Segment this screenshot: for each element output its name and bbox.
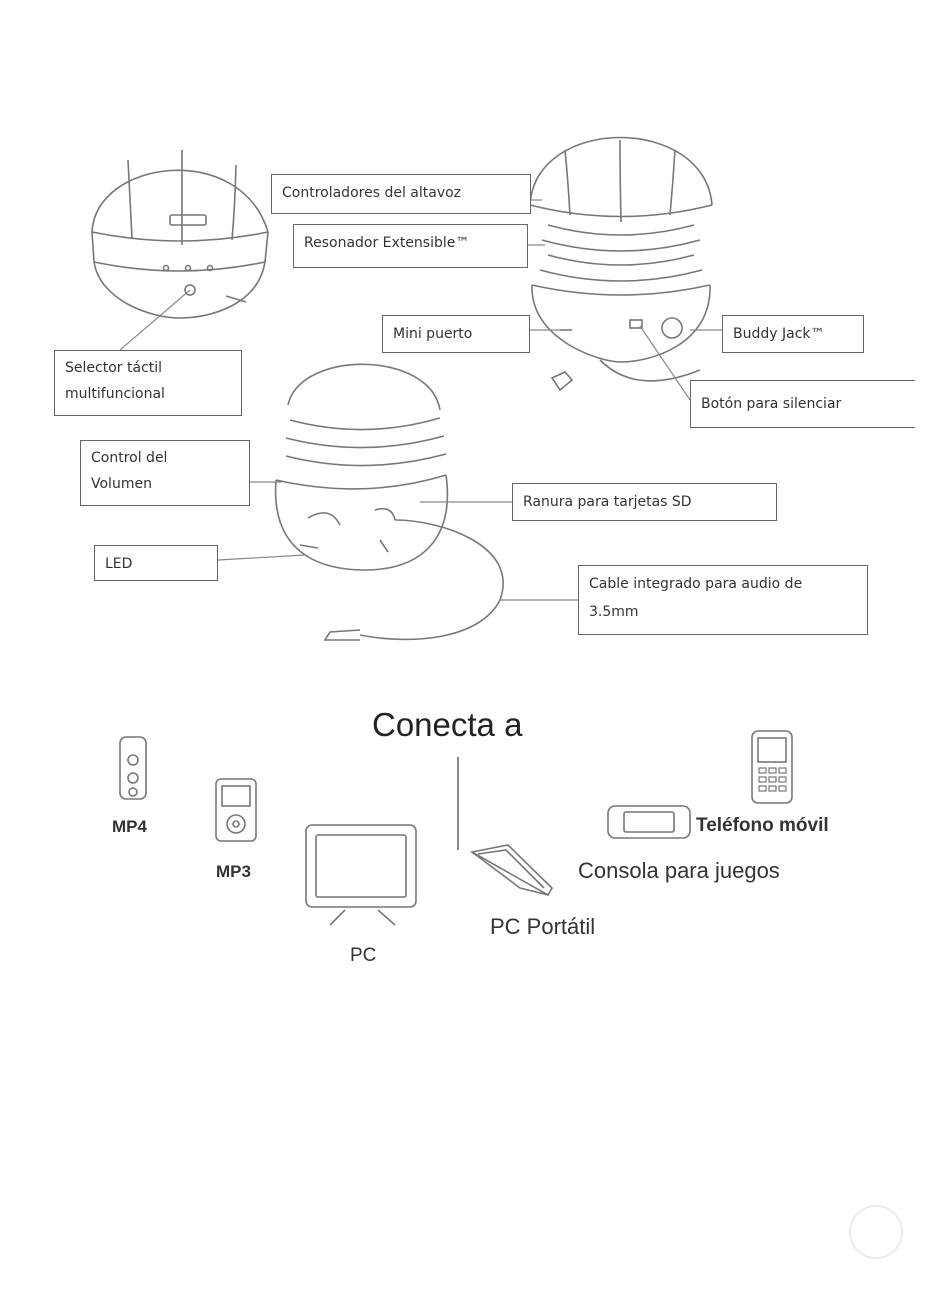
callout-led-label: LED — [105, 550, 207, 578]
callout-touch-selector-line1: Selector táctil — [65, 355, 231, 381]
pc-monitor-icon — [306, 825, 416, 925]
device-label-mp3: MP3 — [216, 862, 251, 882]
game-console-icon — [608, 806, 690, 838]
laptop-icon — [472, 845, 552, 895]
callout-audio-cable-line2: 3.5mm — [589, 598, 857, 626]
callout-volume-line2: Volumen — [91, 471, 239, 497]
device-label-mp4: MP4 — [112, 817, 147, 837]
device-label-phone: Teléfono móvil — [696, 815, 829, 837]
extended-speaker-illustration — [530, 138, 712, 391]
mp4-player-icon — [120, 737, 146, 799]
callout-sd-slot-label: Ranura para tarjetas SD — [523, 488, 766, 516]
callout-mute-button-label: Botón para silenciar — [701, 385, 905, 423]
callout-sd-slot: Ranura para tarjetas SD — [512, 483, 777, 521]
callout-speaker-drivers: Controladores del altavoz — [271, 174, 531, 214]
callout-buddy-jack-label: Buddy Jack™ — [733, 320, 853, 348]
callout-mini-port: Mini puerto — [382, 315, 530, 353]
callout-touch-selector: Selector táctil multifuncional — [54, 350, 242, 416]
device-label-pc: PC — [350, 945, 376, 967]
closed-speaker-illustration — [92, 150, 268, 318]
callout-mute-button: Botón para silenciar — [690, 380, 915, 428]
mobile-phone-icon — [752, 731, 792, 803]
callout-speaker-drivers-label: Controladores del altavoz — [282, 179, 520, 207]
callout-resonator-label: Resonador Extensible™ — [304, 229, 517, 257]
callout-audio-cable-line1: Cable integrado para audio de — [589, 570, 857, 598]
callout-resonator: Resonador Extensible™ — [293, 224, 528, 268]
callout-buddy-jack: Buddy Jack™ — [722, 315, 864, 353]
callout-volume-line1: Control del — [91, 445, 239, 471]
callout-volume-control: Control del Volumen — [80, 440, 250, 506]
callout-led: LED — [94, 545, 218, 581]
callout-mini-port-label: Mini puerto — [393, 320, 519, 348]
device-label-laptop: PC Portátil — [490, 914, 595, 940]
device-label-console: Consola para juegos — [578, 858, 780, 884]
callout-touch-selector-line2: multifuncional — [65, 381, 231, 407]
connect-title: Conecta a — [372, 706, 522, 744]
watermark-mark — [850, 1206, 902, 1258]
callout-audio-cable: Cable integrado para audio de 3.5mm — [578, 565, 868, 635]
mp3-player-icon — [216, 779, 256, 841]
